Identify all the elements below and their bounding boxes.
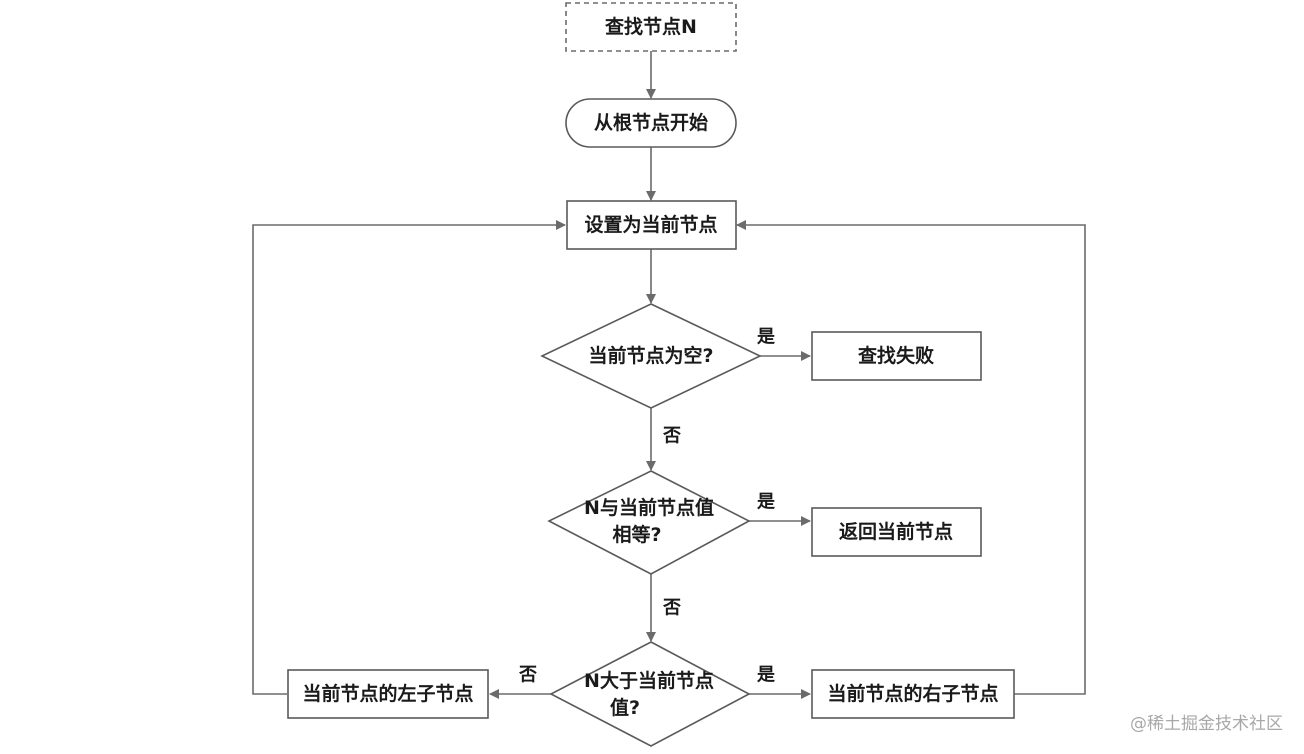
node-left-child-label: 当前节点的左子节点 xyxy=(302,682,473,705)
node-fail-label: 查找失败 xyxy=(857,344,934,367)
edge-label-equal-no: 否 xyxy=(662,598,681,619)
edge-label-greater-yes: 是 xyxy=(756,665,775,686)
decision-equal-label-line1: N与当前节点值 xyxy=(584,496,714,519)
edge-left-loop xyxy=(252,220,566,695)
node-right-child-label: 当前节点的右子节点 xyxy=(827,682,998,705)
connectors xyxy=(252,51,1086,699)
node-left-child: 当前节点的左子节点 xyxy=(287,669,489,719)
edge-label-equal-yes: 是 xyxy=(756,492,775,513)
node-fail: 查找失败 xyxy=(811,331,982,381)
node-start: 查找节点N xyxy=(565,2,737,52)
node-return-current: 返回当前节点 xyxy=(811,507,982,557)
decision-greater-label-line2: 值? xyxy=(610,696,640,719)
edge-right-loop xyxy=(736,220,1086,695)
node-return-current-label: 返回当前节点 xyxy=(839,520,953,543)
decision-is-empty-label: 当前节点为空? xyxy=(588,344,713,367)
node-set-current-label: 设置为当前节点 xyxy=(584,213,717,236)
decision-equal: N与当前节点值 相等? xyxy=(547,470,751,575)
decision-greater: N大于当前节点 值? xyxy=(549,641,751,747)
edge-label-greater-no: 否 xyxy=(518,665,537,686)
watermark-text: @稀土掘金技术社区 xyxy=(1130,714,1283,734)
node-start-label: 查找节点N xyxy=(604,15,697,38)
edge-label-empty-yes: 是 xyxy=(756,327,775,348)
decision-greater-label-line1: N大于当前节点 xyxy=(584,669,714,692)
edge-label-empty-no: 否 xyxy=(662,426,681,447)
node-root-label: 从根节点开始 xyxy=(594,111,708,134)
node-right-child: 当前节点的右子节点 xyxy=(811,669,1015,719)
decision-equal-label-line2: 相等? xyxy=(612,523,661,546)
node-root: 从根节点开始 xyxy=(565,98,737,148)
decision-is-empty: 当前节点为空? xyxy=(540,303,762,409)
node-set-current: 设置为当前节点 xyxy=(566,200,737,250)
